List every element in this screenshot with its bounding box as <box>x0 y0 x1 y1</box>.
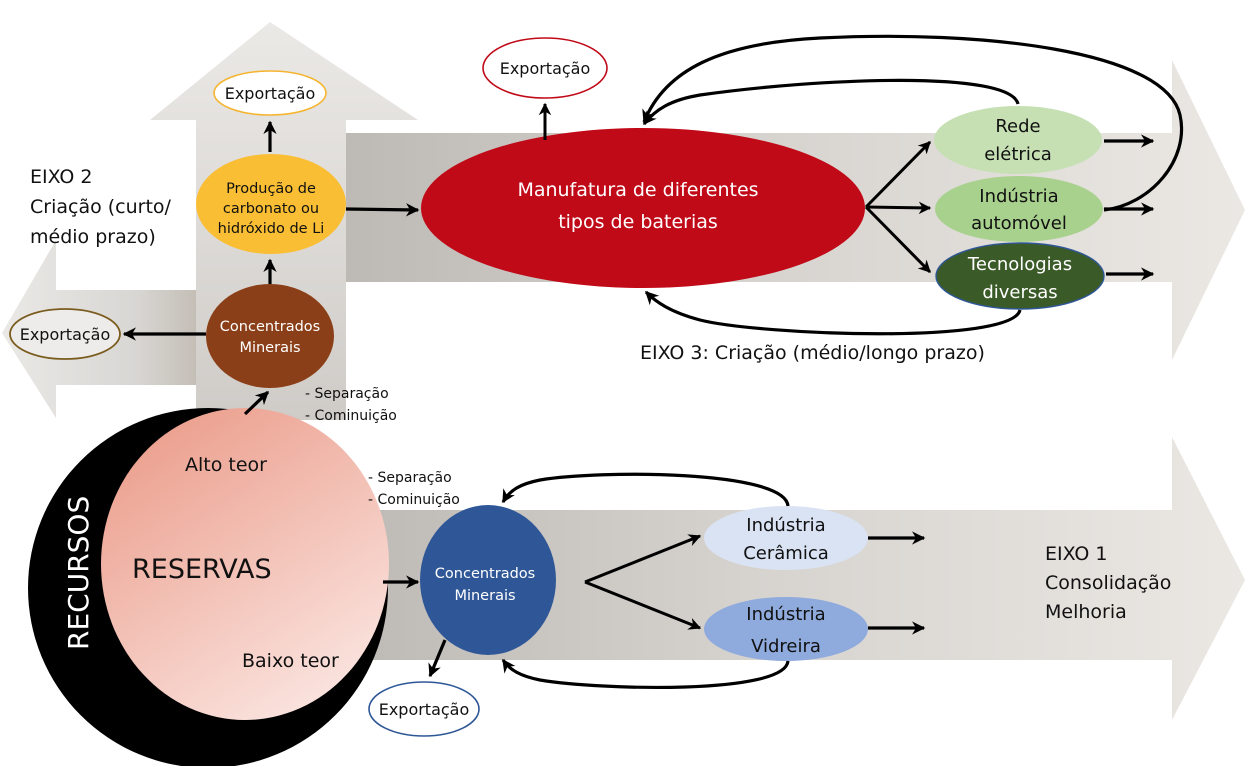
arrow-concentrates-to-glass <box>584 580 702 630</box>
feedback-grid-to-manufacturing <box>642 78 1020 126</box>
mineral-concentrates-eixo1-label-2: Minerais <box>454 588 515 604</box>
process-separation-lower: - Separação <box>368 470 452 486</box>
automotive-industry-label-2: automóvel <box>971 213 1067 234</box>
lithium-production-label-3: hidróxido de Li <box>218 221 325 237</box>
feedback-technologies-to-manufacturing <box>644 290 1022 336</box>
mineral-concentrates-eixo2-label-1: Concentrados <box>220 319 320 335</box>
ceramic-industry-label-1: Indústria <box>746 515 825 536</box>
export-node-eixo3-top <box>482 37 608 99</box>
high-grade-label: Alto teor <box>185 454 267 476</box>
feedback-ceramic-to-concentrates <box>501 472 790 507</box>
process-comminution-lower: - Cominuição <box>368 492 460 508</box>
export-node-eixo2-left <box>9 308 121 360</box>
ceramic-industry-node <box>704 506 868 570</box>
automotive-industry-label-1: Indústria <box>979 186 1058 207</box>
eixo1-label-line-3: Melhoria <box>1045 601 1127 623</box>
eixo2-label-line-1: EIXO 2 <box>30 166 93 188</box>
battery-manufacturing-label-1: Manufatura de diferentes <box>517 179 758 201</box>
arrow-manufacturing-to-automotive <box>865 201 932 215</box>
mineral-concentrates-node-eixo2 <box>206 284 334 388</box>
arrow-concentrates-to-export-bottom <box>428 639 447 678</box>
eixo2-label-line-3: médio prazo) <box>30 226 156 248</box>
mineral-concentrates-eixo2-label-2: Minerais <box>239 340 300 356</box>
export-label-eixo2-top: Exportação <box>225 84 316 103</box>
mineral-concentrates-node-eixo1 <box>420 505 556 655</box>
eixo2-label-line-2: Criação (curto/ <box>30 196 172 218</box>
arrow-concentrates-to-ceramic <box>584 534 702 584</box>
process-comminution-upper: - Cominuição <box>305 408 397 424</box>
export-label-eixo3-top: Exportação <box>500 59 591 78</box>
export-label-eixo2-left: Exportação <box>20 325 111 344</box>
mineral-concentrates-eixo1-label-1: Concentrados <box>435 566 535 582</box>
glass-industry-label-1: Indústria <box>746 604 825 625</box>
reserves-circle <box>101 408 389 720</box>
lithium-production-node <box>196 154 346 254</box>
arrow-lithium-to-manufacturing <box>345 203 420 217</box>
arrow-resources-to-concentrates <box>243 390 270 416</box>
export-label-eixo1-bottom: Exportação <box>379 700 470 719</box>
lithium-production-label-1: Produção de <box>226 181 316 197</box>
process-separation-upper: - Separação <box>305 386 389 402</box>
ceramic-industry-label-2: Cerâmica <box>743 543 829 564</box>
eixo1-horizontal-band <box>346 437 1245 720</box>
eixo1-label-line-1: EIXO 1 <box>1045 543 1108 565</box>
arrow-manufacturing-to-technologies <box>864 205 932 274</box>
power-grid-node <box>934 106 1102 174</box>
low-grade-label: Baixo teor <box>242 650 339 672</box>
power-grid-label-2: elétrica <box>984 144 1052 165</box>
glass-industry-label-2: Vidreira <box>751 636 821 657</box>
export-node-eixo2-top <box>213 70 327 116</box>
lithium-production-label-2: carbonato ou <box>223 201 319 217</box>
glass-industry-node <box>704 597 868 661</box>
reserves-label: RESERVAS <box>132 554 272 585</box>
automotive-industry-node <box>935 176 1103 242</box>
resources-label: RECURSOS <box>62 496 95 650</box>
export-node-eixo1-bottom <box>368 681 480 737</box>
feedback-automotive-to-manufacturing <box>642 34 1184 212</box>
eixo1-label-line-2: Consolidação <box>1045 572 1171 594</box>
battery-manufacturing-label-2: tipos de baterias <box>558 211 718 233</box>
arrow-manufacturing-to-grid <box>864 140 932 209</box>
feedback-glass-to-concentrates <box>501 658 790 690</box>
diverse-technologies-node <box>935 242 1105 310</box>
diverse-technologies-label-2: diversas <box>982 282 1057 303</box>
power-grid-label-1: Rede <box>995 116 1040 137</box>
battery-manufacturing-node <box>421 128 865 288</box>
eixo3-label: EIXO 3: Criação (médio/longo prazo) <box>640 342 985 364</box>
diverse-technologies-label-1: Tecnologias <box>967 254 1072 275</box>
